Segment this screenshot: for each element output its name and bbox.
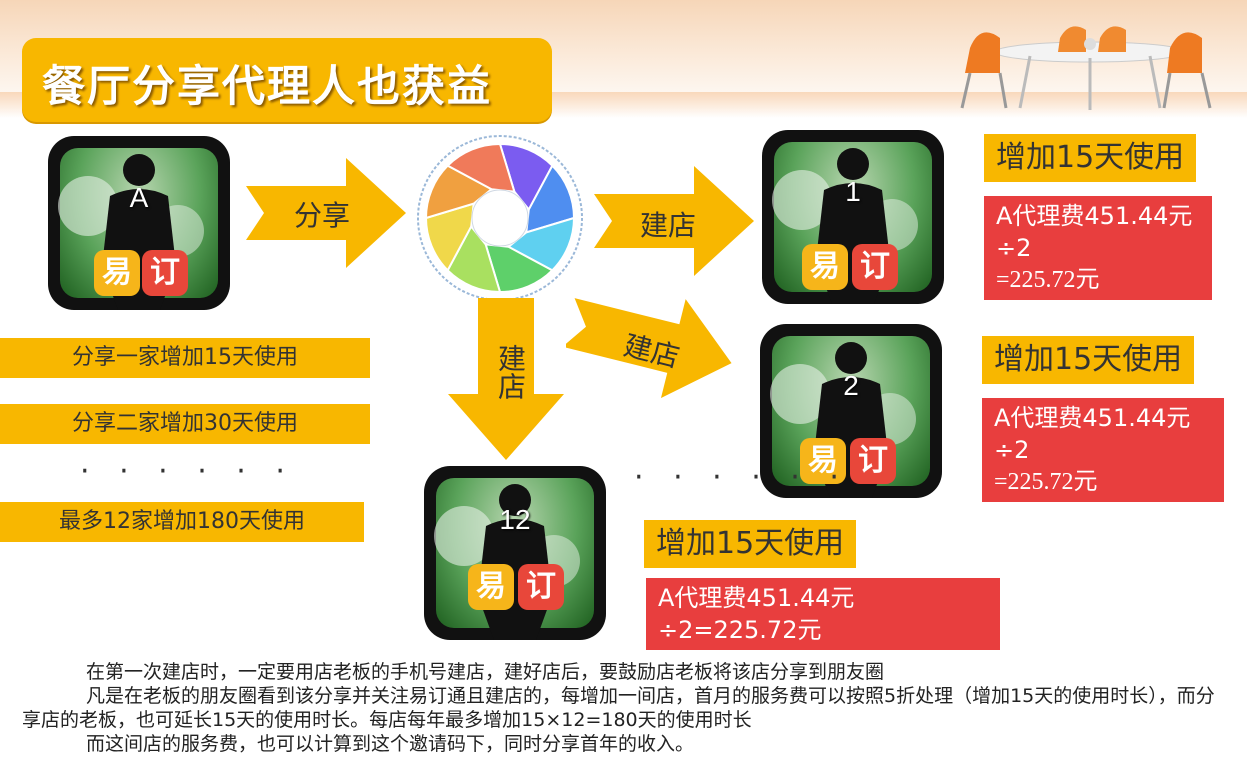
avatar-label: 12: [499, 504, 531, 535]
ding-badge-icon: 订: [852, 244, 898, 290]
build-arrow-mid: [566, 298, 732, 398]
share-arrow: [246, 158, 406, 268]
card12-gain-label: 增加15天使用: [644, 520, 857, 568]
store-avatar-1: 1 易 订: [762, 130, 944, 304]
agent-avatar-a: A 易 订: [48, 136, 230, 310]
ellipsis-left: · · · · · ·: [80, 454, 295, 489]
ellipsis-mid: · · · · · ·: [634, 460, 849, 495]
paragraph-1: 在第一次建店时，一定要用店老板的手机号建店，建好店后，要鼓励店老板将该店分享到朋…: [86, 661, 885, 683]
share-two-bar: 分享二家增加30天使用: [0, 404, 370, 444]
yi-badge-icon: 易: [800, 438, 846, 484]
share-one-bar: 分享一家增加15天使用: [0, 338, 370, 378]
ding-badge-icon: 订: [142, 250, 188, 296]
share-max-bar: 最多12家增加180天使用: [0, 502, 364, 542]
avatar-label: 2: [843, 370, 859, 401]
ding-badge-icon: 订: [518, 564, 564, 610]
card2-gain-label: 增加15天使用: [982, 336, 1195, 384]
build-arrow-down-label: 建店: [494, 344, 527, 400]
card2-fee-line1: A代理费451.44元÷2: [994, 404, 1191, 464]
explanation-text: 在第一次建店时，一定要用店老板的手机号建店，建好店后，要鼓励店老板将该店分享到朋…: [22, 660, 1222, 756]
card1-fee-box: A代理费451.44元÷2 =225.72元: [984, 196, 1212, 300]
build-arrow-top: [594, 166, 754, 276]
title-banner: 餐厅分享代理人也获益: [22, 38, 552, 122]
avatar-label: A: [129, 182, 149, 213]
yi-badge-icon: 易: [468, 564, 514, 610]
yi-badge-icon: 易: [802, 244, 848, 290]
card1-gain-label: 增加15天使用: [984, 134, 1197, 182]
card1-fee-line2: =225.72元: [996, 267, 1100, 293]
moments-aperture-icon: [417, 135, 583, 301]
store-avatar-12: 12 易 订: [424, 466, 606, 640]
store-avatar-2: 2 易 订: [760, 324, 942, 498]
dining-furniture-illustration: [960, 26, 1212, 110]
yi-badge-icon: 易: [94, 250, 140, 296]
ding-badge-icon: 订: [850, 438, 896, 484]
build-arrow-down: [448, 298, 564, 460]
avatar-label: 1: [845, 176, 861, 207]
card2-fee-box: A代理费451.44元÷2 =225.72元: [982, 398, 1224, 502]
card12-fee-box: A代理费451.44元÷2=225.72元: [646, 578, 1000, 650]
share-arrow-label: 分享: [294, 199, 351, 232]
card12-fee-line1: A代理费451.44元÷2=225.72元: [658, 584, 855, 644]
aperture-blade: [446, 142, 516, 193]
card1-fee-line1: A代理费451.44元÷2: [996, 202, 1193, 262]
paragraph-3: 而这间店的服务费，也可以计算到这个邀请码下，同时分享首年的收入。: [86, 733, 695, 755]
person-silhouette-icon: [434, 484, 580, 640]
build-arrow-top-label: 建店: [640, 209, 697, 242]
card2-fee-line2: =225.72元: [994, 469, 1098, 495]
paragraph-2: 凡是在老板的朋友圈看到该分享并关注易订通且建店的，每增加一间店，首月的服务费可以…: [22, 685, 1215, 731]
page-title: 餐厅分享代理人也获益: [42, 62, 492, 112]
